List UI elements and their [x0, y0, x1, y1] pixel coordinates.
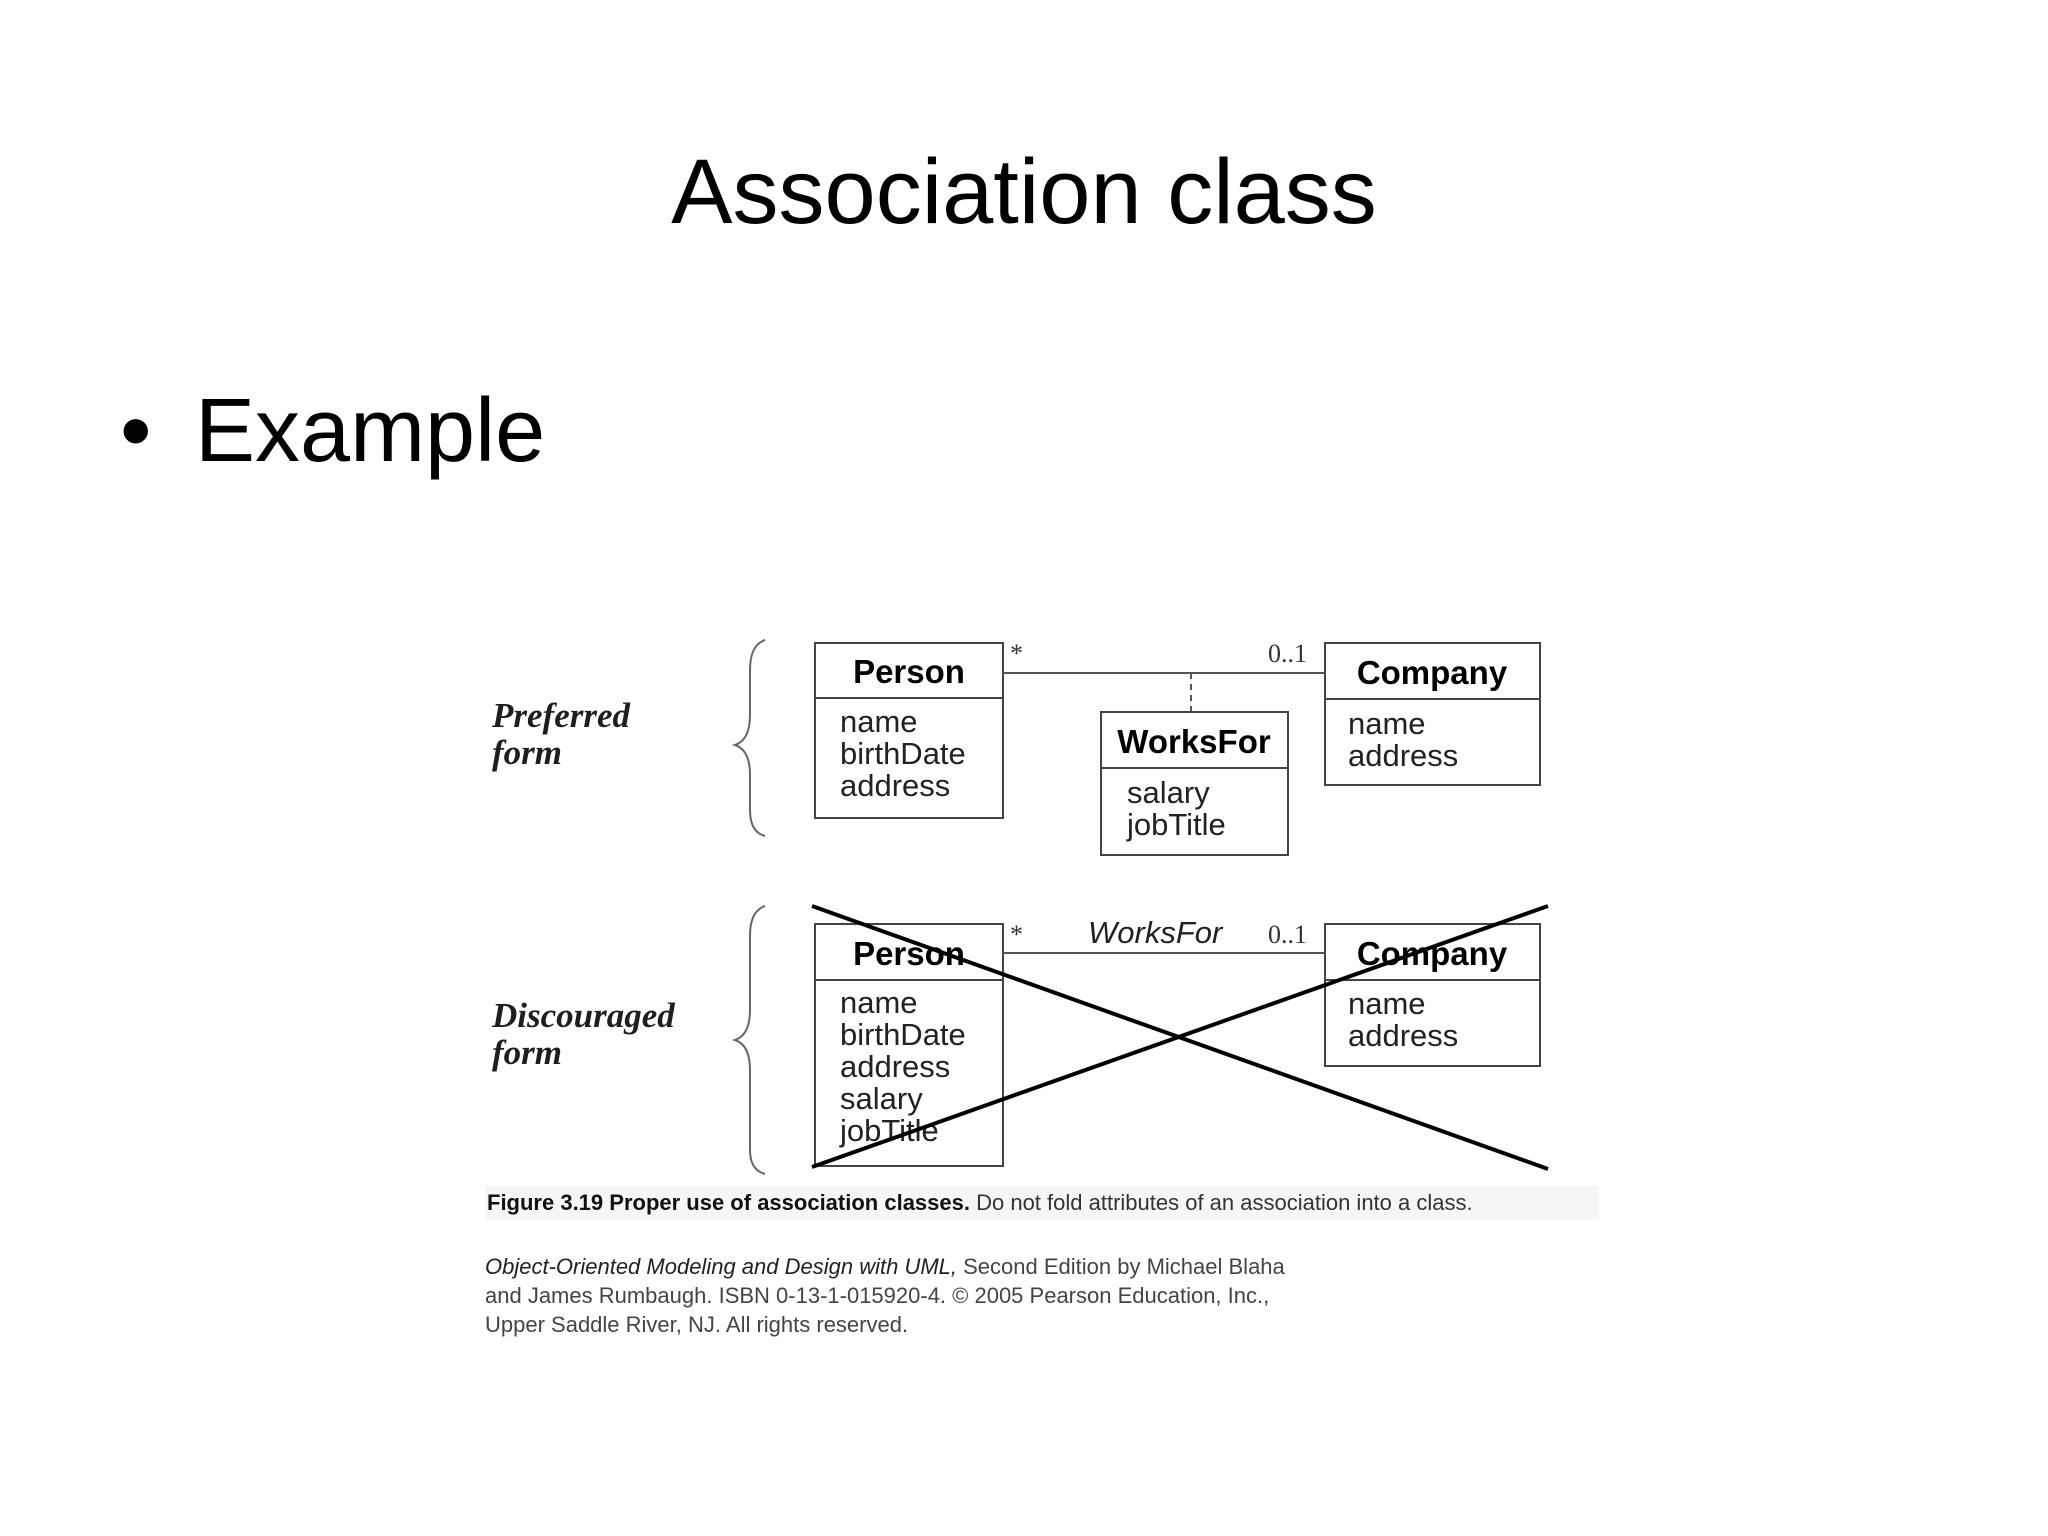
source-credit: Object-Oriented Modeling and Design with…: [485, 1252, 1365, 1339]
preferred-person-attr: birthDate: [840, 736, 966, 771]
bullet-icon: •: [120, 381, 152, 481]
discouraged-person-attr: name: [840, 985, 918, 1020]
discouraged-company-attr: address: [1348, 1018, 1458, 1053]
discouraged-association-name: WorksFor: [1088, 915, 1224, 950]
figure-caption: Figure 3.19 Proper use of association cl…: [485, 1186, 1599, 1220]
preferred-form-label-line2: form: [492, 733, 562, 772]
association-class-attr: jobTitle: [1126, 807, 1226, 842]
discouraged-person-multiplicity: *: [1010, 920, 1023, 949]
discouraged-person-attr: address: [840, 1049, 950, 1084]
book-title: Object-Oriented Modeling and Design with…: [485, 1254, 958, 1279]
preferred-brace-icon: [731, 639, 766, 837]
preferred-company-attr: name: [1348, 706, 1426, 741]
preferred-person-name: Person: [853, 653, 965, 690]
figure-caption-label: Figure 3.19 Proper use of association cl…: [487, 1190, 970, 1215]
discouraged-person-class: Person name birthDate address salary job…: [814, 923, 1004, 1167]
discouraged-brace-icon: [731, 905, 766, 1175]
discouraged-form-label-line2: form: [492, 1033, 562, 1072]
association-class-name: WorksFor: [1117, 723, 1271, 760]
credit-line-1: Object-Oriented Modeling and Design with…: [485, 1252, 1365, 1281]
discouraged-person-attr: salary: [840, 1081, 923, 1116]
slide-title: Association class: [671, 141, 1377, 243]
preferred-person-class: Person name birthDate address: [814, 642, 1004, 819]
discouraged-company-class: Company name address: [1324, 923, 1541, 1067]
discouraged-person-attr: birthDate: [840, 1017, 966, 1052]
preferred-person-attr: name: [840, 704, 918, 739]
discouraged-company-attr: name: [1348, 986, 1426, 1021]
figure-caption-text: Do not fold attributes of an association…: [969, 1190, 1473, 1215]
preferred-company-class: Company name address: [1324, 642, 1541, 786]
preferred-form: Preferred form Person name birthDate add…: [491, 639, 1541, 856]
discouraged-form-label-line1: Discouraged: [491, 996, 675, 1035]
preferred-person-multiplicity: *: [1010, 639, 1023, 668]
bullet-item: • Example: [120, 380, 545, 483]
association-class-attr: salary: [1127, 775, 1210, 810]
preferred-person-attr: address: [840, 768, 950, 803]
discouraged-form: Discouraged form Person name birthDate a…: [491, 904, 1549, 1175]
cross-out-icon: [811, 904, 1549, 1171]
preferred-form-label-line1: Preferred: [491, 696, 631, 735]
preferred-company-name: Company: [1357, 654, 1508, 691]
preferred-company-attr: address: [1348, 738, 1458, 773]
discouraged-person-attr: jobTitle: [839, 1113, 939, 1148]
preferred-company-multiplicity: 0..1: [1268, 639, 1307, 668]
discouraged-company-multiplicity: 0..1: [1268, 920, 1307, 949]
bullet-text: Example: [195, 381, 546, 481]
credit-line-2: and James Rumbaugh. ISBN 0-13-1-015920-4…: [485, 1283, 1270, 1308]
credit-edition: Second Edition by Michael Blaha: [957, 1254, 1285, 1279]
credit-line-3: Upper Saddle River, NJ. All rights reser…: [485, 1312, 909, 1337]
association-class-worksfor: WorksFor salary jobTitle: [1100, 711, 1289, 856]
